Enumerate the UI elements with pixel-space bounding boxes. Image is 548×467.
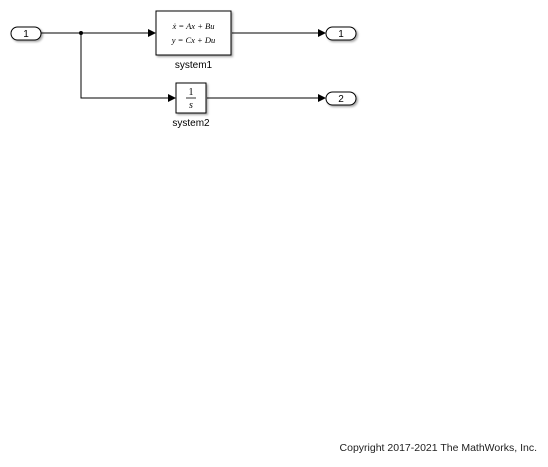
signal-lines [41,32,319,99]
copyright-notice: Copyright 2017-2021 The MathWorks, Inc. [339,442,537,454]
branch-point-dot [79,31,83,35]
signal-line-branch-to-system2[interactable] [80,33,169,99]
block-name-system2[interactable]: system2 [172,118,210,129]
outport-2-label: 2 [338,94,344,105]
outport-2-block[interactable]: 2 [325,91,357,106]
block-name-system1[interactable]: system1 [175,60,213,71]
arrowhead-outport2-input [318,94,326,102]
state-equation-text: ẋ = Ax + Bu [172,21,215,31]
arrowhead-system1-input [148,29,156,37]
arrowheads [148,29,326,102]
inport-1-block[interactable]: 1 [10,26,42,41]
output-equation-text: y = Cx + Du [171,35,216,45]
integrator-numerator: 1 [189,87,194,98]
arrowhead-outport1-input [318,29,326,37]
integrator-block-system2[interactable]: 1 s [175,82,207,114]
outport-1-label: 1 [338,29,344,40]
inport-1-label: 1 [23,29,29,40]
arrowhead-system2-input [168,94,176,102]
outport-1-block[interactable]: 1 [325,26,357,41]
state-space-block-system1[interactable]: ẋ = Ax + Bu y = Cx + Du [155,10,232,56]
integrator-denominator: s [189,100,193,111]
